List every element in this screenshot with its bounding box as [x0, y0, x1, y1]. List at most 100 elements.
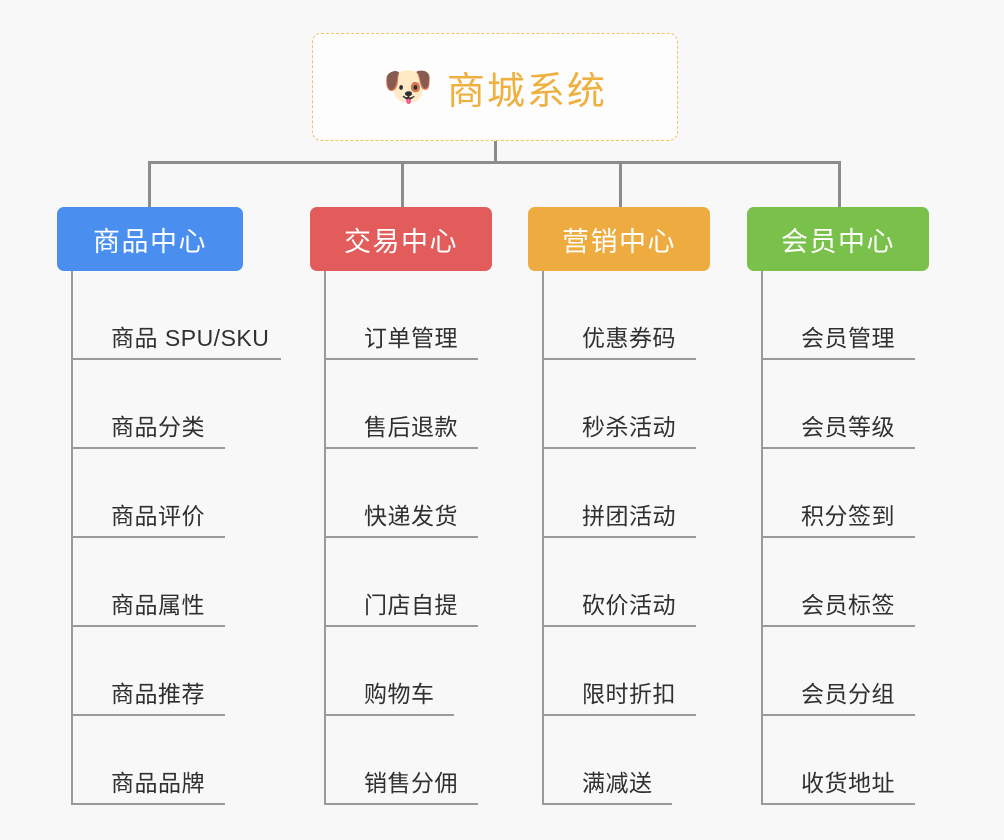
leaf-label: 快递发货 — [364, 503, 458, 529]
leaf-label-wrap: 积分签到 — [763, 497, 915, 538]
leaf-label: 商品品牌 — [111, 770, 205, 796]
leaf-item[interactable]: 购物车 — [326, 627, 492, 716]
leaf-list-trade-center: 订单管理售后退款快递发货门店自提购物车销售分佣 — [324, 271, 492, 805]
leaf-label-wrap: 商品评价 — [73, 497, 225, 538]
leaf-label-wrap: 会员等级 — [763, 408, 915, 449]
leaf-item[interactable]: 限时折扣 — [544, 627, 710, 716]
connector-drop-product-center — [148, 161, 151, 207]
connector-drop-marketing-center — [619, 161, 622, 207]
leaf-item[interactable]: 商品推荐 — [73, 627, 243, 716]
leaf-underline — [73, 357, 281, 360]
category-label: 会员中心 — [781, 226, 895, 257]
leaf-label: 商品分类 — [111, 414, 205, 440]
category-label: 交易中心 — [344, 226, 458, 257]
root-node-card[interactable]: 🐶 商城系统 — [312, 33, 678, 141]
leaf-label: 商品 SPU/SKU — [111, 325, 270, 351]
leaf-label-wrap: 会员管理 — [763, 319, 915, 360]
leaf-item[interactable]: 快递发货 — [326, 449, 492, 538]
leaf-item[interactable]: 订单管理 — [326, 271, 492, 360]
leaf-label-wrap: 会员分组 — [763, 675, 915, 716]
leaf-item[interactable]: 满减送 — [544, 716, 710, 805]
leaf-underline — [763, 713, 915, 716]
category-label: 营销中心 — [562, 226, 676, 257]
leaf-item[interactable]: 拼团活动 — [544, 449, 710, 538]
connector-horizontal-bus — [149, 161, 841, 164]
leaf-item[interactable]: 积分签到 — [763, 449, 929, 538]
connector-drop-trade-center — [401, 161, 404, 207]
leaf-item[interactable]: 会员等级 — [763, 360, 929, 449]
category-label: 商品中心 — [93, 226, 207, 257]
leaf-item[interactable]: 收货地址 — [763, 716, 929, 805]
leaf-label-wrap: 拼团活动 — [544, 497, 696, 538]
leaf-label: 订单管理 — [364, 325, 458, 351]
leaf-underline — [73, 446, 225, 449]
leaf-item[interactable]: 售后退款 — [326, 360, 492, 449]
leaf-underline — [544, 713, 696, 716]
column-trade-center: 交易中心订单管理售后退款快递发货门店自提购物车销售分佣 — [310, 207, 492, 805]
leaf-item[interactable]: 商品评价 — [73, 449, 243, 538]
leaf-item[interactable]: 秒杀活动 — [544, 360, 710, 449]
leaf-label-wrap: 优惠券码 — [544, 319, 696, 360]
leaf-label: 限时折扣 — [582, 681, 676, 707]
leaf-label: 砍价活动 — [582, 592, 676, 618]
leaf-item[interactable]: 商品 SPU/SKU — [73, 271, 281, 360]
leaf-item[interactable]: 销售分佣 — [326, 716, 492, 805]
connector-root-stem — [494, 141, 497, 163]
leaf-underline — [326, 713, 454, 716]
leaf-underline — [326, 357, 478, 360]
leaf-underline — [763, 446, 915, 449]
leaf-underline — [544, 446, 696, 449]
leaf-item[interactable]: 会员管理 — [763, 271, 929, 360]
leaf-label: 秒杀活动 — [582, 414, 676, 440]
leaf-underline — [73, 535, 225, 538]
leaf-label-wrap: 商品推荐 — [73, 675, 225, 716]
leaf-item[interactable]: 会员标签 — [763, 538, 929, 627]
leaf-label-wrap: 限时折扣 — [544, 675, 696, 716]
leaf-underline — [544, 624, 696, 627]
leaf-item[interactable]: 商品分类 — [73, 360, 243, 449]
leaf-underline — [73, 713, 225, 716]
column-marketing-center: 营销中心优惠券码秒杀活动拼团活动砍价活动限时折扣满减送 — [528, 207, 710, 805]
leaf-label: 积分签到 — [801, 503, 895, 529]
leaf-label-wrap: 商品属性 — [73, 586, 225, 627]
leaf-label: 门店自提 — [364, 592, 458, 618]
category-box-product-center[interactable]: 商品中心 — [57, 207, 243, 271]
leaf-underline — [763, 802, 915, 805]
leaf-list-product-center: 商品 SPU/SKU 商品分类商品评价商品属性商品推荐商品品牌 — [71, 271, 281, 805]
leaf-underline — [326, 802, 478, 805]
leaf-underline — [544, 802, 672, 805]
leaf-label: 会员管理 — [801, 325, 895, 351]
leaf-label: 销售分佣 — [364, 770, 458, 796]
leaf-item[interactable]: 门店自提 — [326, 538, 492, 627]
leaf-underline — [763, 357, 915, 360]
leaf-underline — [326, 535, 478, 538]
root-title: 商城系统 — [446, 70, 607, 113]
leaf-item[interactable]: 优惠券码 — [544, 271, 710, 360]
leaf-item[interactable]: 商品品牌 — [73, 716, 243, 805]
leaf-underline — [73, 802, 225, 805]
leaf-item[interactable]: 会员分组 — [763, 627, 929, 716]
leaf-list-marketing-center: 优惠券码秒杀活动拼团活动砍价活动限时折扣满减送 — [542, 271, 710, 805]
leaf-item[interactable]: 砍价活动 — [544, 538, 710, 627]
leaf-label-wrap: 快递发货 — [326, 497, 478, 538]
column-product-center: 商品中心商品 SPU/SKU 商品分类商品评价商品属性商品推荐商品品牌 — [57, 207, 281, 805]
leaf-label-wrap: 满减送 — [544, 764, 672, 805]
leaf-underline — [326, 624, 478, 627]
leaf-label-wrap: 商品品牌 — [73, 764, 225, 805]
category-box-trade-center[interactable]: 交易中心 — [310, 207, 492, 271]
category-box-member-center[interactable]: 会员中心 — [747, 207, 929, 271]
leaf-underline — [544, 535, 696, 538]
leaf-underline — [763, 535, 915, 538]
leaf-label-wrap: 订单管理 — [326, 319, 478, 360]
leaf-label: 优惠券码 — [582, 325, 676, 351]
leaf-list-member-center: 会员管理会员等级积分签到会员标签会员分组收货地址 — [761, 271, 929, 805]
leaf-label: 会员标签 — [801, 592, 895, 618]
leaf-item[interactable]: 商品属性 — [73, 538, 243, 627]
category-box-marketing-center[interactable]: 营销中心 — [528, 207, 710, 271]
leaf-underline — [326, 446, 478, 449]
leaf-label: 商品推荐 — [111, 681, 205, 707]
leaf-label-wrap: 购物车 — [326, 675, 454, 716]
leaf-label-wrap: 商品 SPU/SKU — [73, 319, 281, 360]
leaf-label: 会员等级 — [801, 414, 895, 440]
